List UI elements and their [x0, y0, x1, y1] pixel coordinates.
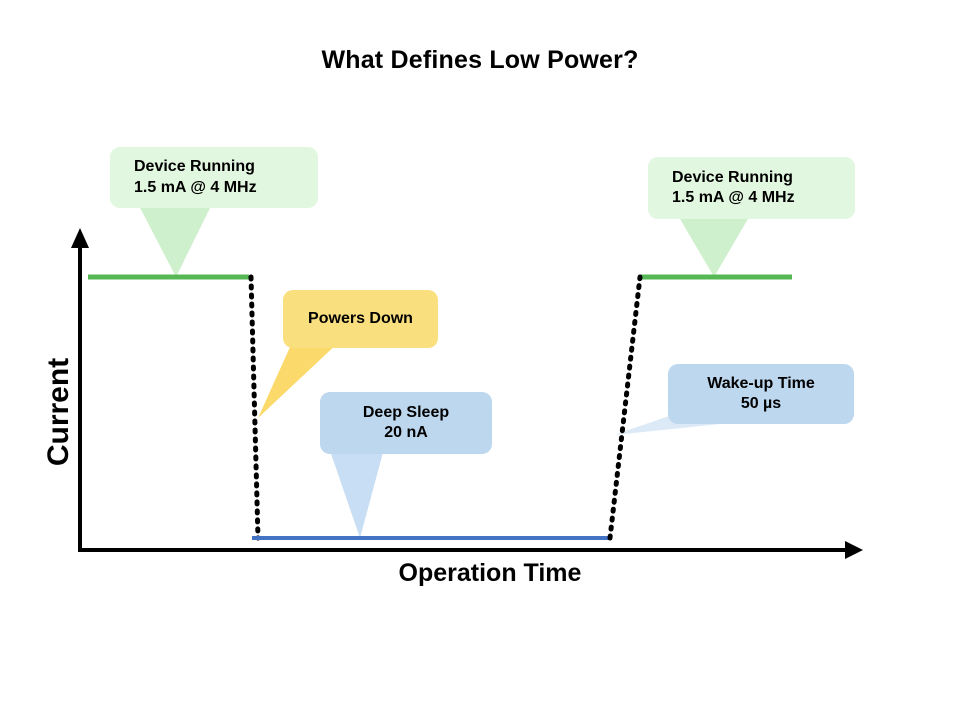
callout-line-1: Wake-up Time — [707, 374, 815, 392]
callout-tail-powers-down — [258, 336, 340, 418]
callout-line-1: Device Running — [672, 168, 793, 186]
callout-tail-deep-sleep — [328, 445, 385, 538]
power-down-edge-line — [248, 274, 261, 541]
y-axis-label: Current — [42, 357, 75, 467]
callout-line-2: 1.5 mA @ 4 MHz — [134, 178, 257, 196]
callout-line-2: 50 µs — [740, 395, 782, 412]
callout-tail-running-left — [136, 200, 214, 277]
callout-tail-running-right — [676, 212, 752, 277]
x-axis-label: Operation Time — [398, 559, 582, 587]
callout-powers-down: Powers Down — [283, 290, 438, 348]
callout-line-2: 1.5 mA @ 4 MHz — [672, 189, 795, 206]
callout-line-2: 20 nA — [384, 424, 428, 441]
y-axis-arrow-icon — [71, 228, 89, 248]
callout-wake-up-time: Wake-up Time 50 µs — [668, 364, 854, 424]
page-title: What Defines Low Power? — [321, 46, 639, 74]
callout-line-1: Deep Sleep — [362, 403, 450, 421]
callout-line-1: Device Running — [134, 158, 255, 176]
callout-line-1: Powers Down — [308, 309, 413, 327]
x-axis-arrow-icon — [845, 541, 863, 559]
callout-deep-sleep: Deep Sleep 20 nA — [320, 392, 492, 454]
callout-device-running-right: Device Running 1.5 mA @ 4 MHz — [648, 157, 855, 219]
callout-device-running-left: Device Running 1.5 mA @ 4 MHz — [110, 147, 318, 208]
wake-up-edge-line — [607, 274, 643, 541]
